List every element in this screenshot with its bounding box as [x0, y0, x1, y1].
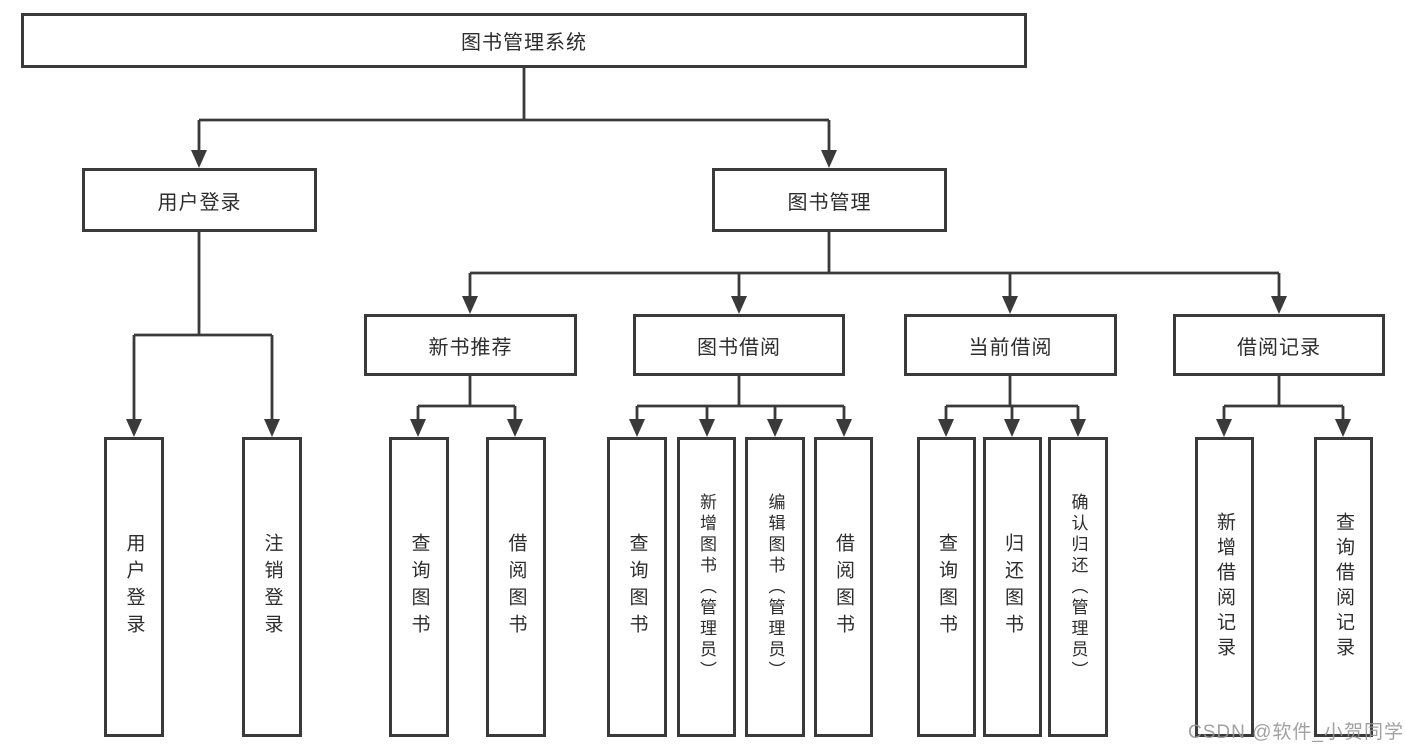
leaf-query-books-current: 查询图书	[917, 437, 976, 737]
leaf-query-borrow-record: 查询借阅记录	[1314, 437, 1373, 737]
node-user-login: 用户登录	[82, 168, 317, 232]
node-borrow-records: 借阅记录	[1173, 314, 1385, 376]
leaf-query-books-recommend: 查询图书	[389, 437, 449, 737]
leaf-logout-login: 注销登录	[242, 437, 302, 737]
csdn-watermark: CSDN @软件_小贺同学	[1188, 722, 1404, 743]
node-book-borrowing: 图书借阅	[633, 314, 845, 376]
node-book-management: 图书管理	[712, 168, 947, 232]
leaf-borrow-books: 借阅图书	[814, 437, 873, 737]
leaf-confirm-return-admin: 确认归还（管理员）	[1048, 437, 1108, 737]
leaf-add-book-admin: 新增图书（管理员）	[677, 437, 736, 737]
leaf-edit-book-admin: 编辑图书（管理员）	[745, 437, 805, 737]
leaf-borrow-books-recommend: 借阅图书	[486, 437, 546, 737]
node-new-book-recommend: 新书推荐	[364, 314, 577, 376]
node-current-borrowing: 当前借阅	[904, 314, 1117, 376]
leaf-user-login: 用户登录	[104, 437, 164, 737]
node-root-library-system: 图书管理系统	[21, 13, 1027, 68]
leaf-query-books-borrowing: 查询图书	[607, 437, 667, 737]
leaf-add-borrow-record: 新增借阅记录	[1195, 437, 1254, 737]
leaf-return-book: 归还图书	[983, 437, 1042, 737]
